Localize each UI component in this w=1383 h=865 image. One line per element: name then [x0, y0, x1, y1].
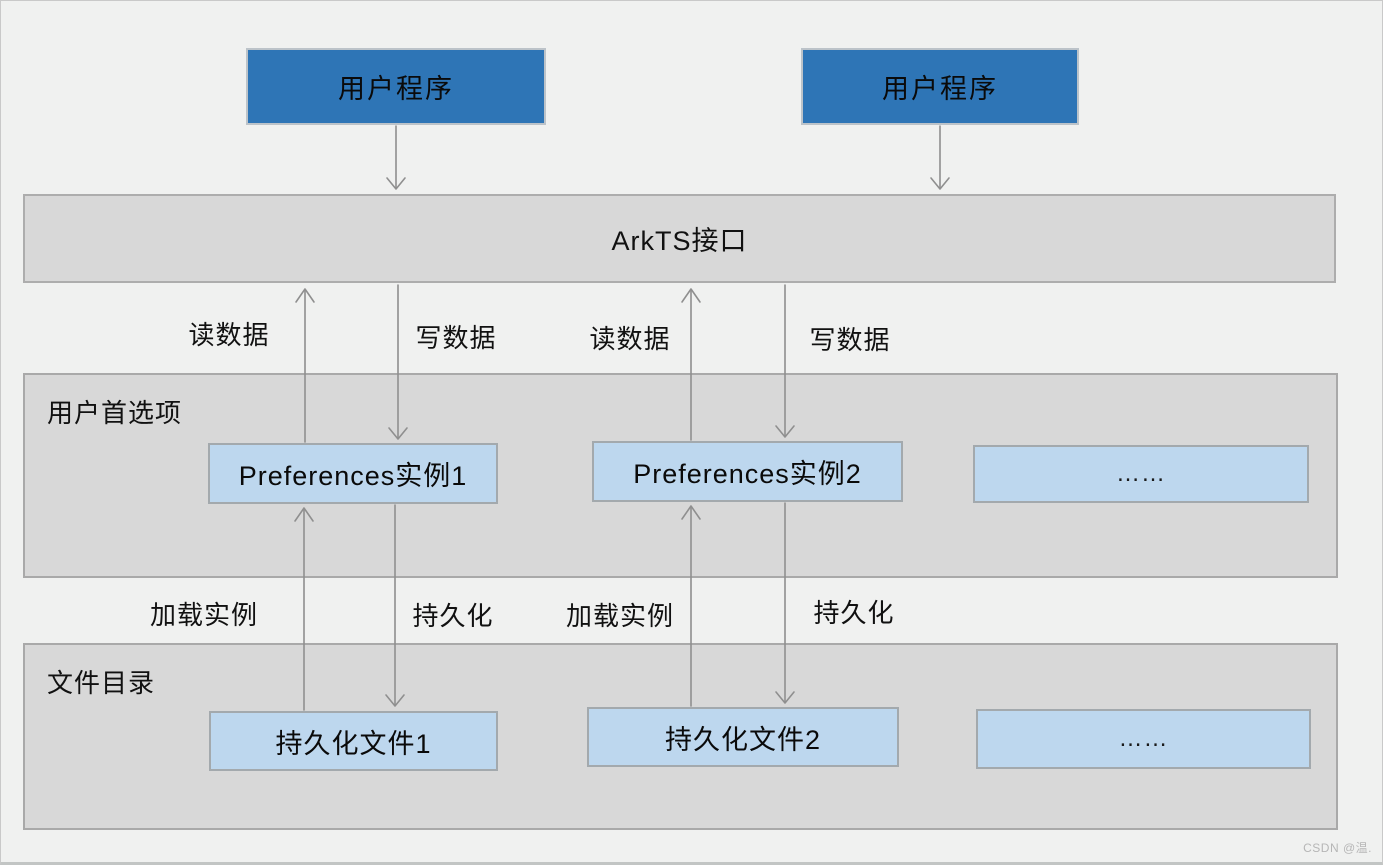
flow-label-read-1: 读数据: [188, 320, 270, 350]
arrow-load-instance-1-icon: [294, 507, 314, 711]
arrow-write-data-2-icon: [775, 284, 795, 438]
flow-label-write-1: 写数据: [415, 323, 497, 353]
arkts-api-label: ArkTS接口: [611, 226, 748, 256]
persist-file-box-more: ……: [976, 709, 1311, 769]
preferences-instance-label-1: Preferences实例1: [238, 461, 468, 491]
files-region-title: 文件目录: [47, 668, 156, 698]
flow-label-write-2: 写数据: [809, 325, 891, 355]
flow-label-load-1: 加载实例: [149, 600, 258, 630]
persist-file-label-1: 持久化文件1: [275, 728, 432, 759]
csdn-watermark: CSDN @温.: [1303, 841, 1372, 855]
preferences-instance-box-2: Preferences实例2: [592, 441, 903, 502]
persist-file-label-2: 持久化文件2: [664, 724, 822, 755]
arrow-persist-1-icon: [385, 504, 405, 707]
arrow-persist-2-icon: [775, 502, 795, 704]
user-app-label-1: 用户程序: [338, 74, 454, 104]
arrow-app1-to-api-icon: [386, 125, 406, 190]
flow-label-persist-2: 持久化: [813, 598, 895, 628]
preferences-region-title: 用户首选项: [47, 398, 183, 428]
arrow-write-data-1-icon: [388, 284, 408, 440]
preferences-instance-label-2: Preferences实例2: [633, 459, 862, 489]
flow-label-read-2: 读数据: [589, 324, 671, 354]
persist-file-ellipsis: ……: [1118, 725, 1169, 752]
user-app-box-2: 用户程序: [801, 48, 1079, 125]
arrow-load-instance-2-icon: [681, 505, 701, 707]
preferences-instance-box-more: ……: [973, 445, 1309, 503]
persist-file-box-2: 持久化文件2: [587, 707, 899, 767]
flow-label-load-2: 加载实例: [565, 601, 674, 631]
preferences-instance-ellipsis: ……: [1116, 460, 1166, 487]
user-app-label-2: 用户程序: [882, 74, 998, 104]
arrow-app2-to-api-icon: [930, 125, 950, 190]
preferences-instance-box-1: Preferences实例1: [208, 443, 498, 504]
arrow-read-data-2-icon: [681, 288, 701, 441]
user-app-box-1: 用户程序: [246, 48, 546, 125]
flow-label-persist-1: 持久化: [412, 601, 494, 631]
arkts-api-bar: ArkTS接口: [23, 194, 1336, 283]
persist-file-box-1: 持久化文件1: [209, 711, 498, 771]
arrow-read-data-1-icon: [295, 288, 315, 443]
